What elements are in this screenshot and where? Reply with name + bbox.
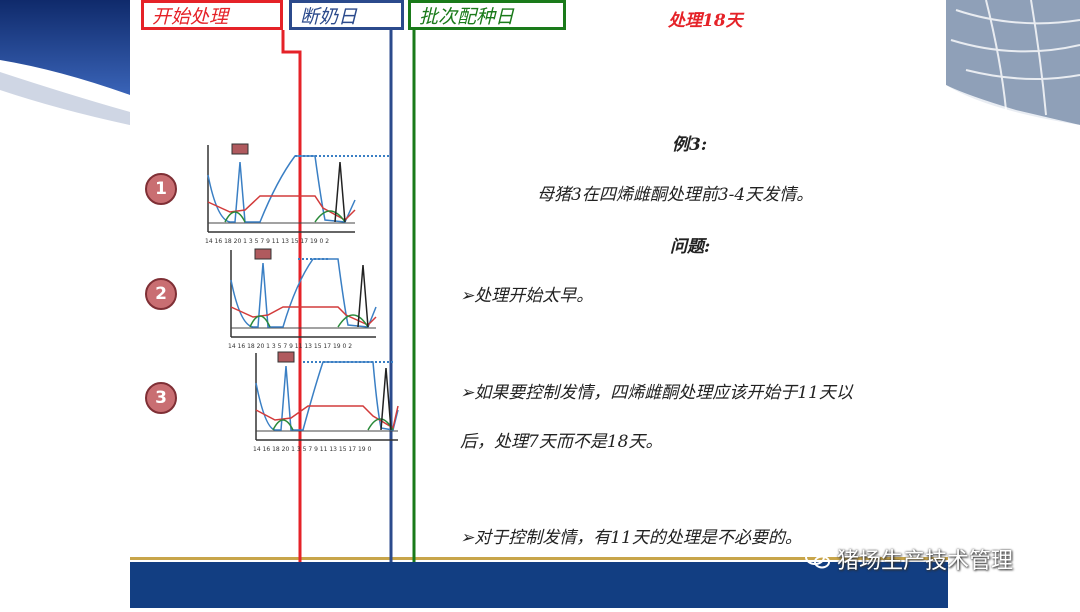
bottom-bar: [130, 562, 948, 608]
chart-ticks-3: 14 16 18 20 1 3 5 7 9 11 13 15 17 19 0: [253, 446, 372, 453]
gold-divider: [130, 557, 948, 560]
swoosh-decor: [0, 0, 130, 125]
bullet-2-continued: 后，处理7天而不是18天。: [460, 432, 663, 452]
example-description: 母猪3在四烯雌酮处理前3-4天发情。: [537, 185, 814, 205]
hormone-chart-3: [255, 351, 399, 441]
watermark: 猪场生产技术管理: [805, 543, 1013, 575]
header-batch-breeding-day: 批次配种日: [408, 0, 566, 30]
header-weaning-day: 断奶日: [289, 0, 404, 30]
wechat-icon: [805, 549, 830, 569]
example-title: 例3:: [672, 135, 708, 155]
watermark-text: 猪场生产技术管理: [837, 549, 1014, 574]
bullet-1: ➢处理开始太早。: [460, 286, 594, 306]
chart-ticks-2: 14 16 18 20 1 3 5 7 9 11 13 15 17 19 0 2: [228, 343, 353, 350]
header-start-treatment: 开始处理: [141, 0, 283, 30]
bullet-2: ➢如果要控制发情，四烯雌酮处理应该开始于11天以: [460, 383, 853, 403]
chart-number-1: 1: [145, 173, 177, 205]
hormone-chart-2: [230, 248, 377, 338]
chart-number-2: 2: [145, 278, 177, 310]
globe-decor: [946, 0, 1080, 125]
question-title: 问题:: [670, 237, 711, 257]
chart-number-3: 3: [145, 382, 177, 414]
bullet-3: ➢对于控制发情，有11天的处理是不必要的。: [460, 528, 802, 548]
header-treatment-days: 处理18天: [668, 11, 743, 31]
hormone-chart-1: [207, 143, 390, 233]
left-decor-band: [0, 0, 130, 608]
chart-ticks-1: 14 16 18 20 1 3 5 7 9 11 13 15 17 19 0 2: [205, 238, 330, 245]
